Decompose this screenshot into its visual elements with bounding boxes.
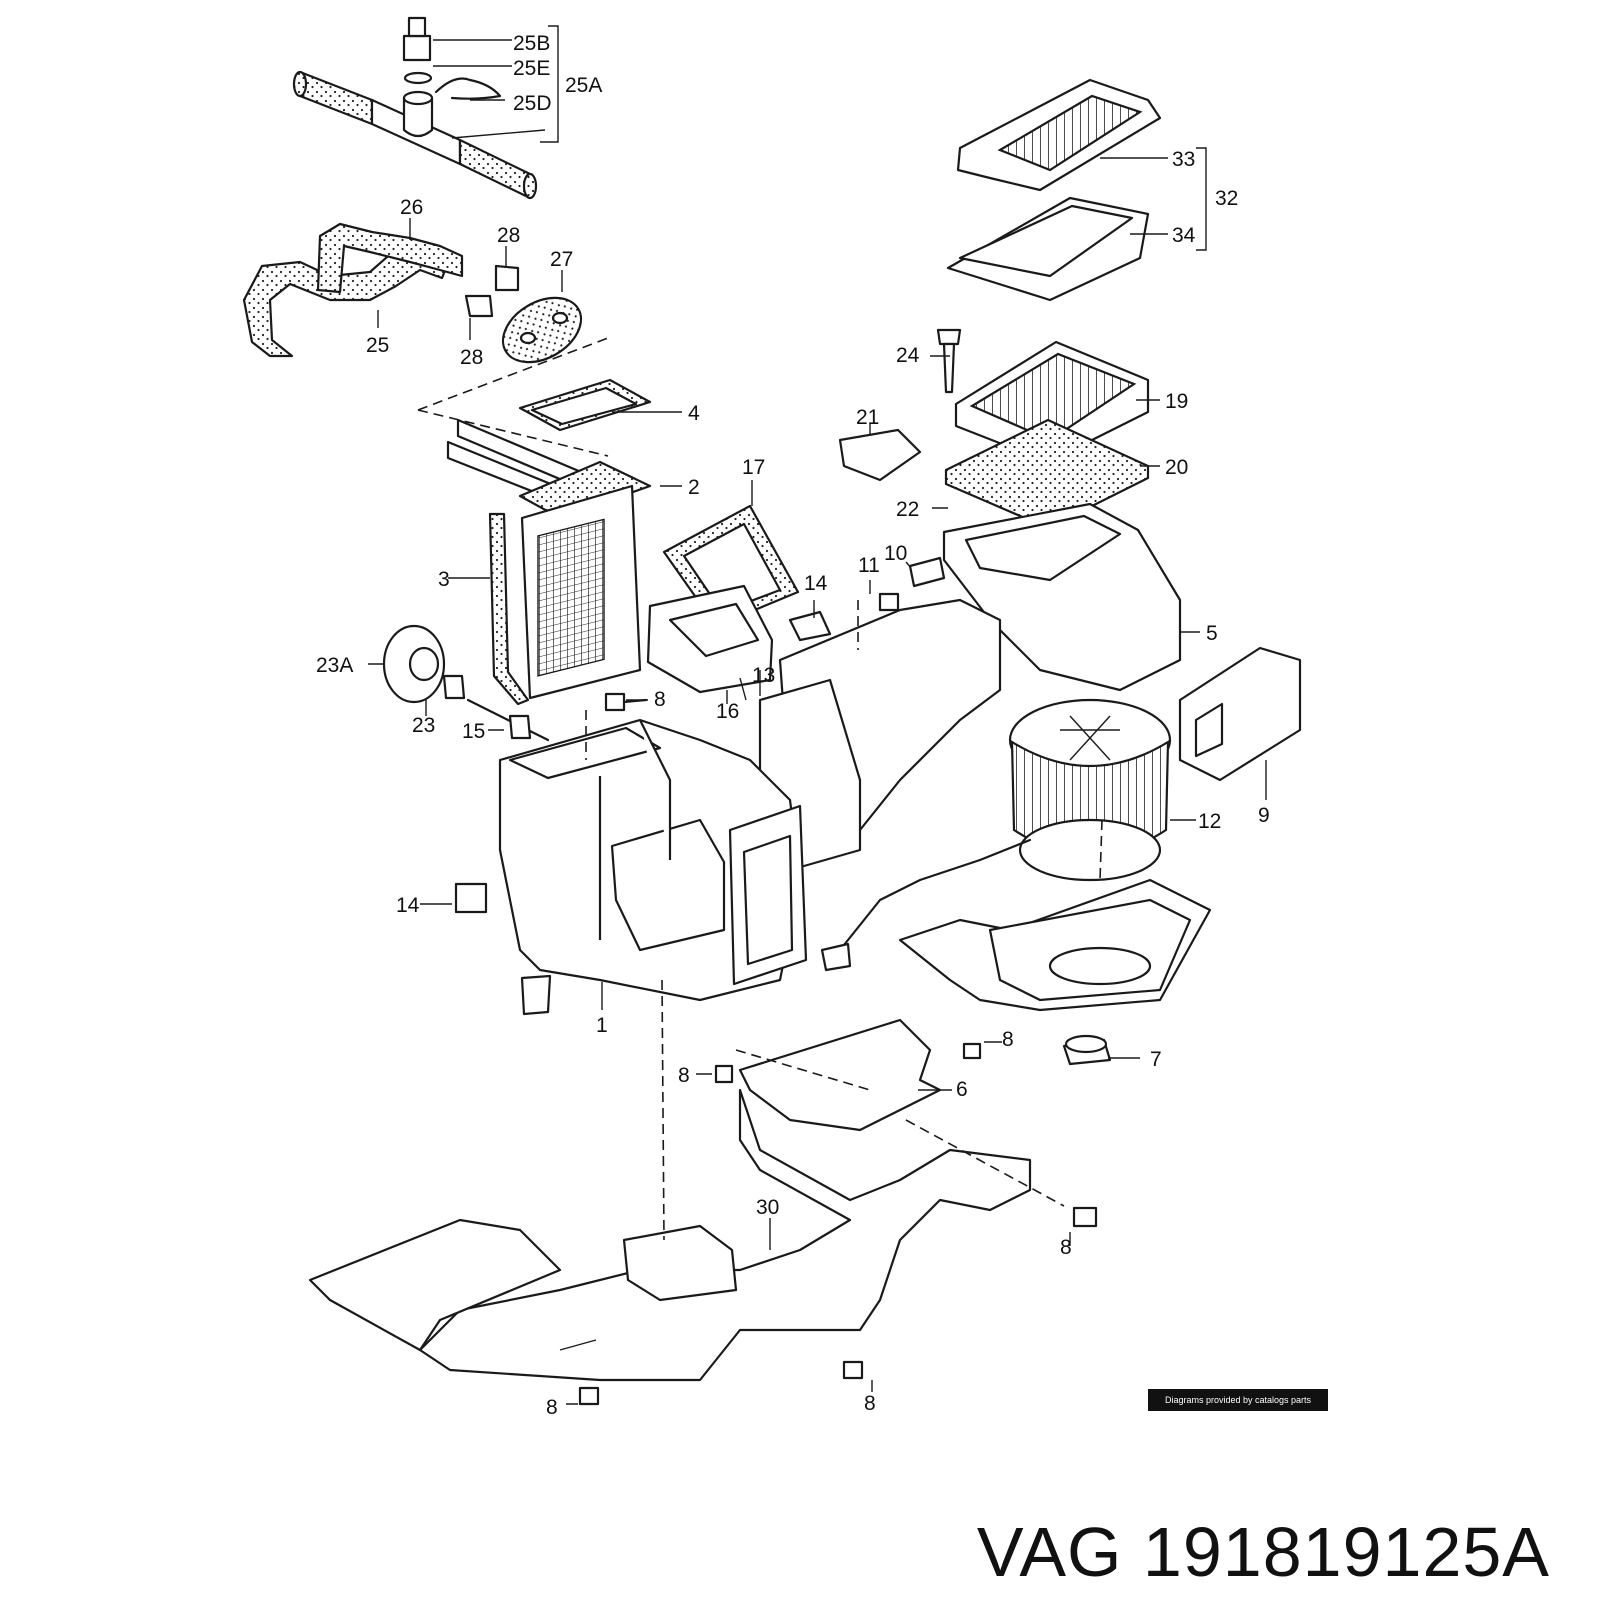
callout-22: 22 (896, 498, 919, 521)
fasteners (368, 556, 1140, 1066)
air-duct-connector (646, 480, 800, 704)
callout-8-b: 8 (1002, 1028, 1014, 1051)
callout-34: 34 (1172, 224, 1196, 247)
callout-21: 21 (856, 406, 879, 429)
heater-box-housing (420, 718, 808, 1016)
callout-26: 26 (400, 196, 423, 219)
callout-28-bottom: 28 (460, 346, 483, 369)
callout-3: 3 (438, 568, 450, 591)
callout-4: 4 (688, 402, 700, 425)
callout-25d: 25D (513, 92, 552, 115)
callout-5: 5 (1206, 622, 1218, 645)
callout-25: 25 (366, 334, 389, 357)
callout-12: 12 (1198, 810, 1221, 833)
lower-ducts (308, 878, 1212, 1382)
callout-8-e: 8 (546, 1396, 558, 1419)
callout-25b: 25B (513, 32, 550, 55)
callout-17: 17 (742, 456, 765, 479)
callout-25a: 25A (565, 74, 602, 97)
air-filter-housing (838, 78, 1207, 530)
screws (566, 600, 1103, 1406)
callout-10: 10 (884, 542, 907, 565)
callout-24: 24 (896, 344, 920, 367)
callout-14-lower: 14 (396, 894, 420, 917)
callout-14-upper: 14 (804, 572, 828, 595)
callout-11: 11 (858, 554, 880, 577)
callout-8-f: 8 (864, 1392, 876, 1415)
callout-25e: 25E (513, 57, 550, 80)
heater-hoses (242, 218, 583, 364)
callout-8-d: 8 (1060, 1236, 1072, 1259)
callout-2: 2 (688, 476, 700, 499)
diagram-credit-label: Diagrams provided by catalogs parts (1148, 1389, 1328, 1411)
blower-motor (820, 646, 1302, 972)
callout-7: 7 (1150, 1048, 1162, 1071)
callout-27: 27 (550, 248, 573, 271)
heater-core (417, 337, 682, 706)
callout-9: 9 (1258, 804, 1270, 827)
part-number-title: VAG 191819125A (976, 1513, 1550, 1591)
callout-28-top: 28 (497, 224, 520, 247)
callout-32: 32 (1215, 187, 1238, 210)
callout-16: 16 (716, 700, 739, 723)
callout-15: 15 (462, 720, 485, 743)
callout-19: 19 (1165, 390, 1188, 413)
callout-20: 20 (1165, 456, 1188, 479)
callout-23: 23 (412, 714, 435, 737)
callout-1: 1 (596, 1014, 608, 1037)
callout-33: 33 (1172, 148, 1195, 171)
callout-13: 13 (752, 664, 775, 687)
callout-labels: 25B 25E 25D 25A 26 28 27 25 28 33 32 34 … (316, 32, 1270, 1419)
coolant-sensor-assembly (292, 16, 559, 200)
callout-8-c: 8 (678, 1064, 690, 1087)
callout-6: 6 (956, 1078, 968, 1101)
callout-8-a: 8 (654, 688, 666, 711)
callout-23a: 23A (316, 654, 353, 677)
callout-30: 30 (756, 1196, 779, 1219)
